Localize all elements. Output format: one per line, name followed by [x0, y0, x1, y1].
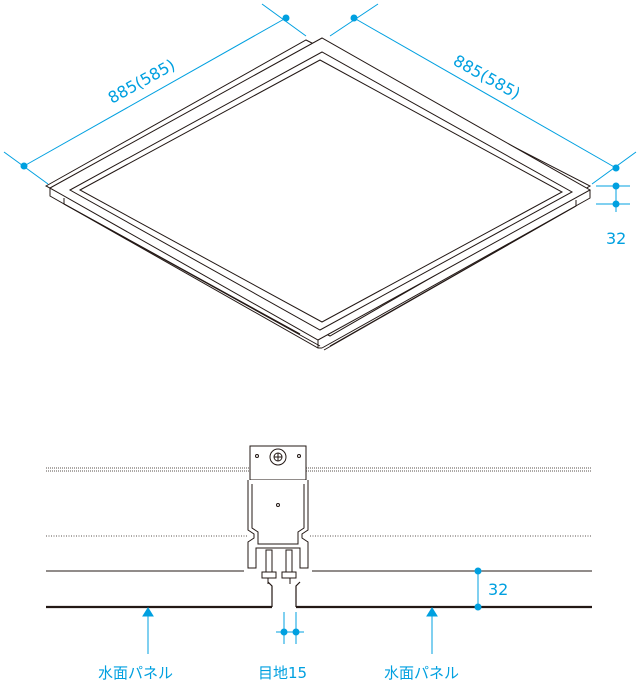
leader-right-arrow-icon	[426, 607, 438, 617]
panel-right-front-edge	[321, 190, 591, 349]
clip-right	[285, 549, 293, 573]
section-dimensions	[142, 567, 482, 654]
dim-dot-right-b	[612, 164, 620, 172]
joint-left-edge	[267, 581, 273, 607]
bracket-body-inner	[251, 484, 305, 545]
clip-hook-right	[281, 571, 297, 579]
dim-dot-right-a	[350, 14, 358, 22]
dim-height-dot-b	[612, 200, 620, 208]
clip-left	[265, 549, 273, 573]
panel-tray-bottom-right	[323, 205, 577, 351]
section-dim-dot-top	[474, 567, 482, 575]
dim-label-height-top: 32	[606, 229, 626, 248]
dim-height-dot-a	[612, 182, 620, 190]
bracket-body	[247, 480, 309, 569]
joint-right-edge	[295, 581, 301, 607]
leader-left-arrow-icon	[142, 607, 154, 617]
clip-hook-left	[261, 571, 277, 579]
panel-inner-surface	[78, 59, 564, 323]
bracket-hole-left	[255, 454, 259, 458]
bracket-center-hole	[276, 503, 280, 507]
dim-line-left	[23, 17, 287, 167]
section-dim-label: 32	[488, 580, 508, 599]
dim-dot-left-b	[282, 14, 290, 22]
label-joint: 目地15	[258, 664, 307, 682]
dim-label-right: 885(585)	[450, 51, 524, 103]
joint-dim-dot-left	[280, 628, 288, 636]
joint-bracket	[247, 445, 309, 584]
dim-dot-left-a	[20, 162, 28, 170]
panel-left-front-edge	[49, 188, 322, 349]
panel-frame-inner	[68, 51, 574, 331]
section-dim-dot-bottom	[474, 603, 482, 611]
label-panel-left: 水面パネル	[98, 664, 173, 682]
section-view	[46, 445, 592, 609]
dim-line-right	[353, 17, 617, 169]
label-panel-right: 水面パネル	[384, 664, 459, 682]
isometric-panel	[44, 37, 592, 351]
panel-tray-bottom-left	[63, 203, 321, 347]
bracket-hole-right	[297, 454, 301, 458]
top-dimensions	[3, 3, 637, 212]
joint-dim-dot-right	[292, 628, 300, 636]
